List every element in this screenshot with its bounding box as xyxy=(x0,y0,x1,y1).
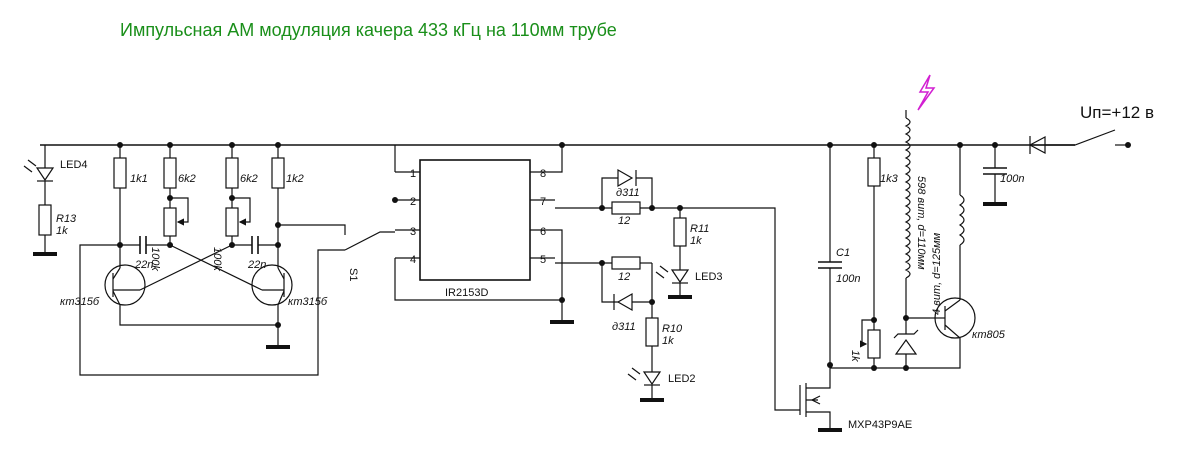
zener-diode xyxy=(893,315,919,368)
main-coil: 598 вит, d=110мм xyxy=(904,110,930,319)
led3: LED3 xyxy=(655,265,723,299)
svg-text:д311: д311 xyxy=(612,321,636,333)
svg-text:3: 3 xyxy=(410,226,416,238)
svg-text:5: 5 xyxy=(540,254,546,266)
svg-text:IR2153D: IR2153D xyxy=(445,287,488,299)
svg-text:1k1: 1k1 xyxy=(130,173,148,185)
resistor-12-upper: 12 xyxy=(555,201,800,411)
svg-text:6k2: 6k2 xyxy=(178,173,196,185)
resistor-6k2-left: 6k2 xyxy=(163,145,196,201)
svg-text:598 вит, d=110мм: 598 вит, d=110мм xyxy=(915,176,927,270)
cross-coupling xyxy=(139,244,263,291)
svg-text:2: 2 xyxy=(410,196,416,208)
svg-text:6: 6 xyxy=(540,226,546,238)
mosfet: MXP43P9AE xyxy=(799,365,912,432)
led2: LED2 xyxy=(627,367,696,402)
svg-text:100n: 100n xyxy=(1000,173,1024,185)
supply-label: Uп=+12 в xyxy=(1080,103,1154,122)
svg-text:кт805: кт805 xyxy=(972,329,1006,341)
svg-text:1: 1 xyxy=(410,168,416,180)
svg-text:4: 4 xyxy=(410,254,416,266)
switch-s1[interactable]: S1 xyxy=(79,224,395,376)
svg-text:100k: 100k xyxy=(211,247,223,271)
svg-text:100k: 100k xyxy=(149,247,161,271)
svg-text:LED4: LED4 xyxy=(60,159,88,171)
svg-text:1k: 1k xyxy=(662,335,674,347)
svg-text:12: 12 xyxy=(618,215,630,227)
svg-text:C1: C1 xyxy=(836,247,850,259)
capacitor-100n-supply: 100n xyxy=(983,145,1024,206)
svg-text:6k2: 6k2 xyxy=(240,173,258,185)
svg-text:1k: 1k xyxy=(849,350,861,362)
svg-text:22n: 22n xyxy=(247,259,266,271)
transistor-q3: кт805 xyxy=(930,297,1006,341)
svg-text:MXP43P9AE: MXP43P9AE xyxy=(848,419,912,431)
resistor-1k3: 1k3 xyxy=(867,145,899,320)
capacitor-22n-left: 22n xyxy=(117,236,173,271)
svg-text:LED3: LED3 xyxy=(695,271,723,283)
svg-text:S1: S1 xyxy=(347,268,359,281)
svg-text:100n: 100n xyxy=(836,273,860,285)
resistor-1k2: 1k2 xyxy=(271,145,304,245)
capacitor-22n-right: 22n xyxy=(229,236,281,271)
resistor-1k1: 1k1 xyxy=(113,145,148,245)
svg-text:1k3: 1k3 xyxy=(880,173,899,185)
diagram-title: Импульсная АМ модуляция качера 433 кГц н… xyxy=(120,20,617,40)
svg-text:1k: 1k xyxy=(690,235,702,247)
svg-text:1k2: 1k2 xyxy=(286,173,304,185)
resistor-r11: R11 1k xyxy=(673,205,709,270)
svg-text:12: 12 xyxy=(618,271,630,283)
diode-d311-lower: д311 xyxy=(601,263,655,333)
power-switch[interactable] xyxy=(1045,129,1131,148)
resistor-6k2-right: 6k2 xyxy=(225,145,258,201)
svg-text:22n: 22n xyxy=(134,259,153,271)
diode-d311-upper: д311 xyxy=(601,168,653,208)
spark-icon xyxy=(917,74,936,111)
svg-text:LED2: LED2 xyxy=(668,373,696,385)
capacitor-c1: C1 100n xyxy=(818,145,860,368)
ic-wiring xyxy=(394,145,563,320)
small-coil: 4 вит, d=125мм xyxy=(931,145,965,315)
svg-text:4 вит, d=125мм: 4 вит, d=125мм xyxy=(931,232,943,315)
pot-1k: 1k xyxy=(849,317,881,368)
resistor-12-lower: 12 xyxy=(555,256,652,283)
svg-text:R10: R10 xyxy=(662,323,683,335)
svg-text:8: 8 xyxy=(540,168,546,180)
svg-text:R11: R11 xyxy=(690,223,709,235)
pot-100k-left: 100k xyxy=(149,197,189,271)
svg-text:д311: д311 xyxy=(616,187,640,199)
svg-text:7: 7 xyxy=(540,196,546,208)
svg-text:R13: R13 xyxy=(56,213,77,225)
svg-text:кт315б: кт315б xyxy=(288,296,328,308)
pot-100k-right: 100k xyxy=(211,197,251,271)
ic-ir2153d: 1 2 3 4 8 7 6 5 IR2153D xyxy=(395,159,555,299)
resistor-r10: R10 1k xyxy=(645,317,683,372)
svg-text:1k: 1k xyxy=(56,225,68,237)
resistor-r13: R13 1k xyxy=(33,204,77,256)
led4: LED4 xyxy=(23,145,88,205)
transistor-q1: кт315б xyxy=(60,245,278,326)
